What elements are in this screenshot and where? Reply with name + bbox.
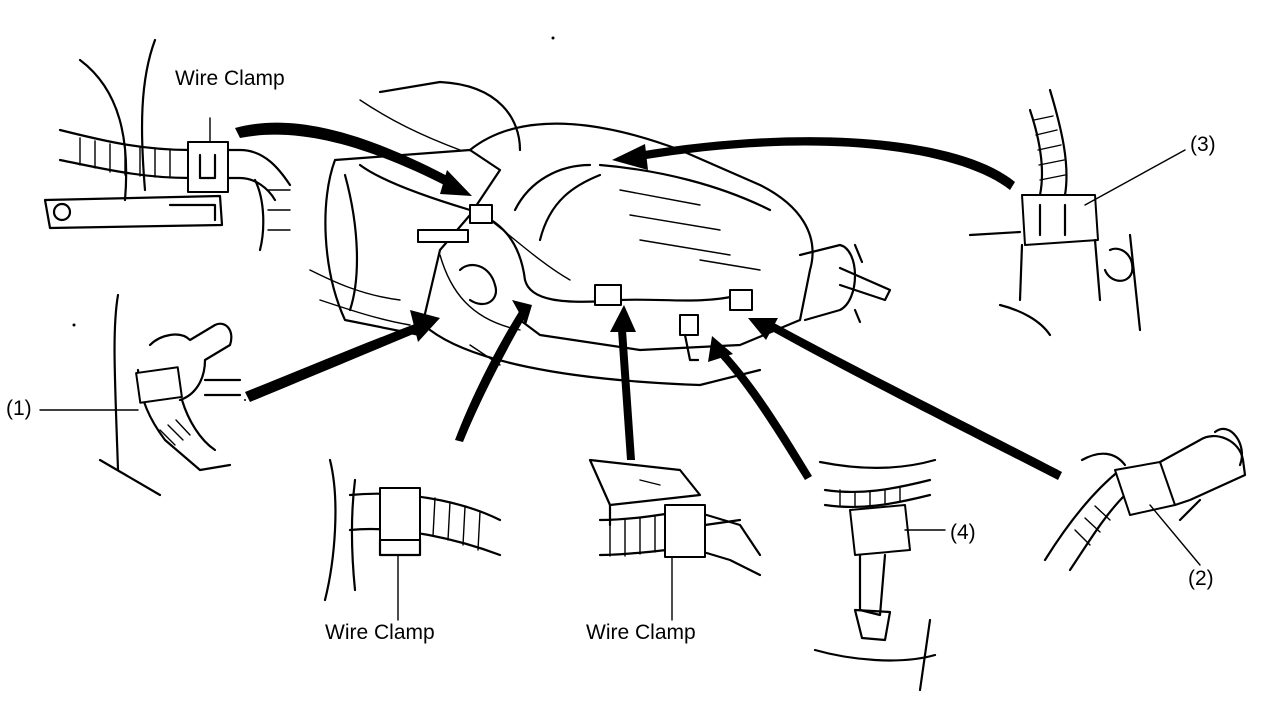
arrows [235, 122, 1062, 480]
wire-clamp-label-bottom-left: Wire Clamp [325, 621, 435, 644]
callout-3-label: (3) [1190, 133, 1216, 156]
wire-clamp-label-bottom-center: Wire Clamp [586, 621, 696, 644]
inset-connector-2 [1043, 427, 1247, 572]
callout-1-label: (1) [6, 397, 32, 420]
inset-top-left-wire-clamp [43, 38, 292, 252]
callout-2-label: (2) [1188, 567, 1214, 590]
inset-bottom-left-wire-clamp [323, 458, 502, 621]
callout-4-label: (4) [950, 521, 976, 544]
inset-left-sensor-1 [39, 293, 242, 497]
wire-clamp-label-top-left: Wire Clamp [175, 67, 285, 90]
transmission-assembly [309, 80, 892, 387]
inset-connector-3 [968, 88, 1186, 337]
inset-sensor-4 [813, 458, 946, 692]
scan-specks [72, 36, 555, 401]
inset-bottom-center-wire-clamp [588, 458, 762, 621]
